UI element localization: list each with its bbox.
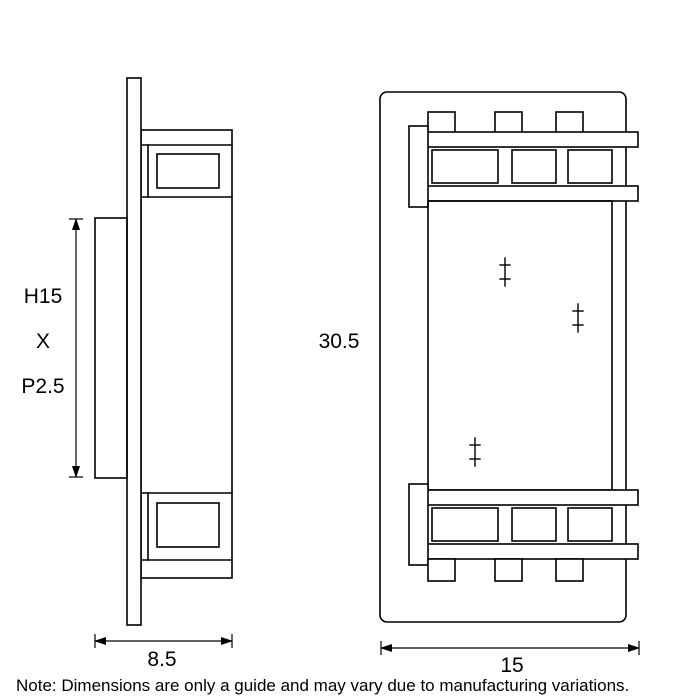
front-bottom-rail-upper (425, 489, 639, 506)
front-top-tab-3 (555, 111, 584, 135)
front-bottom-tab-2 (494, 558, 523, 582)
dimension-arrow-down (72, 466, 80, 478)
depth-dimension-label: 8.5 (147, 648, 176, 671)
front-height-dimension: 30.5 (319, 330, 360, 353)
front-top-panel-2 (511, 149, 557, 184)
front-top-panel-3 (567, 149, 613, 184)
glass-mark-3 (469, 437, 481, 467)
side-projection-box (94, 217, 128, 479)
note-text: Note: Dimensions are only a guide and ma… (16, 676, 629, 695)
side-bottom-cage-inner-panel (156, 502, 220, 548)
front-top-tab-1 (427, 111, 456, 135)
side-height-dimension: H15 X P2.5 (21, 218, 83, 478)
dimension-arrow-left (94, 637, 106, 645)
side-dimension-label-line2: X (36, 330, 50, 353)
front-top-rail-lower (425, 185, 639, 202)
side-view-drawing (94, 77, 233, 626)
front-bottom-rail-lower (425, 543, 639, 560)
side-dimension-label-line1: H15 (24, 285, 63, 308)
front-glass-panel (427, 200, 613, 491)
glass-mark-1 (499, 257, 511, 287)
front-top-panel-1 (431, 149, 499, 184)
front-bottom-panel-1 (431, 507, 499, 542)
front-back-plate (379, 91, 627, 623)
side-depth-dimension: 8.5 (94, 634, 233, 671)
dimension-arrow-left (380, 644, 392, 652)
side-top-cage-inner-panel (156, 153, 220, 189)
front-bottom-panel-3 (567, 507, 613, 542)
width-dimension-label: 15 (500, 654, 523, 677)
front-width-dimension: 15 (380, 641, 640, 677)
dimension-arrow-right (628, 644, 640, 652)
front-bottom-tab-3 (555, 558, 584, 582)
front-top-tab-2 (494, 111, 523, 135)
side-wall-plate (126, 77, 142, 626)
front-bottom-left-post (408, 483, 429, 566)
front-bottom-panel-2 (511, 507, 557, 542)
front-bottom-tab-1 (427, 558, 456, 582)
front-view-drawing (379, 91, 639, 623)
front-top-left-post (408, 125, 429, 208)
side-dimension-label-line3: P2.5 (21, 375, 64, 398)
dimension-arrow-right (221, 637, 233, 645)
glass-mark-2 (572, 303, 584, 333)
dimension-arrow-up (72, 218, 80, 230)
height-dimension-label: 30.5 (319, 330, 360, 353)
front-top-rail-upper (425, 131, 639, 148)
